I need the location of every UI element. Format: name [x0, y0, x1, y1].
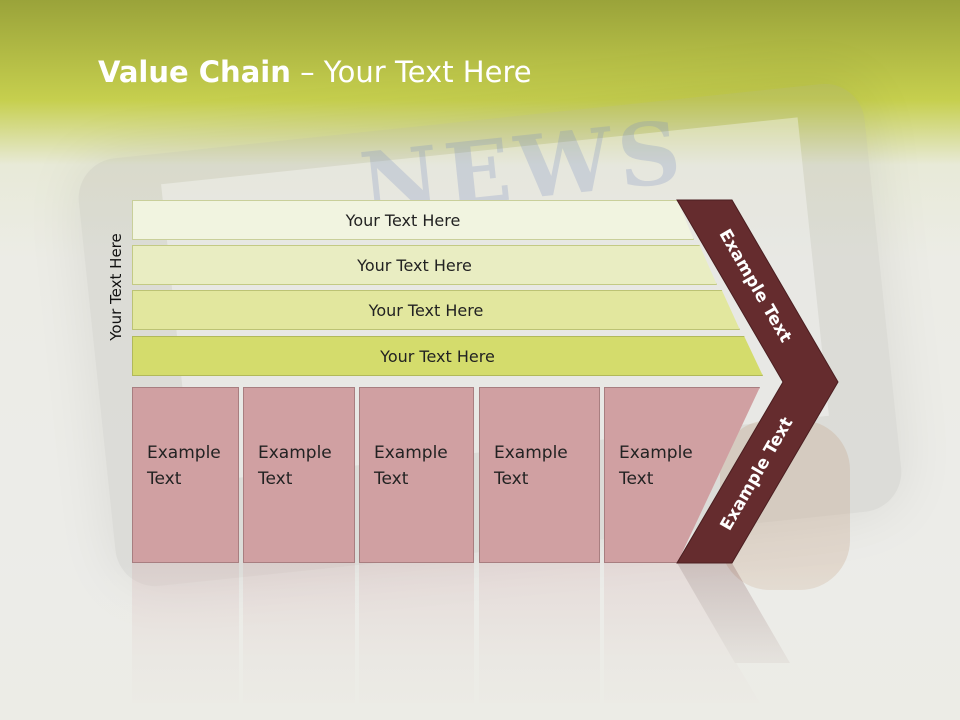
box-5-line1: Example: [619, 443, 693, 463]
row-2-label: Your Text Here: [357, 255, 472, 275]
box-5-line2: Text: [619, 469, 654, 489]
box-2-line1: Example: [258, 443, 332, 463]
box-2[interactable]: Example Text: [243, 387, 355, 563]
row-3[interactable]: Your Text Here: [132, 290, 740, 330]
chevron-shape: [676, 199, 839, 564]
box-1[interactable]: Example Text: [132, 387, 239, 563]
box-1-line1: Example: [147, 443, 221, 463]
title-rest: – Your Text Here: [290, 55, 532, 89]
box-1-line2: Text: [147, 469, 182, 489]
box-4-line2: Text: [494, 469, 529, 489]
reflection-fade: [0, 563, 960, 720]
box-2-line2: Text: [258, 469, 293, 489]
row-1-label: Your Text Here: [345, 210, 461, 230]
box-3[interactable]: Example Text: [359, 387, 474, 563]
row-2[interactable]: Your Text Here: [132, 245, 717, 285]
row-4-label: Your Text Here: [380, 346, 495, 366]
box-3-line1: Example: [374, 443, 448, 463]
box-4-line1: Example: [494, 443, 568, 463]
box-3-line2: Text: [374, 469, 409, 489]
box-4[interactable]: Example Text: [479, 387, 600, 563]
row-3-label: Your Text Here: [368, 300, 484, 320]
slide-title[interactable]: Value Chain – Your Text Here: [98, 55, 532, 89]
row-4[interactable]: Your Text Here: [132, 336, 763, 376]
title-bold: Value Chain: [98, 55, 291, 89]
